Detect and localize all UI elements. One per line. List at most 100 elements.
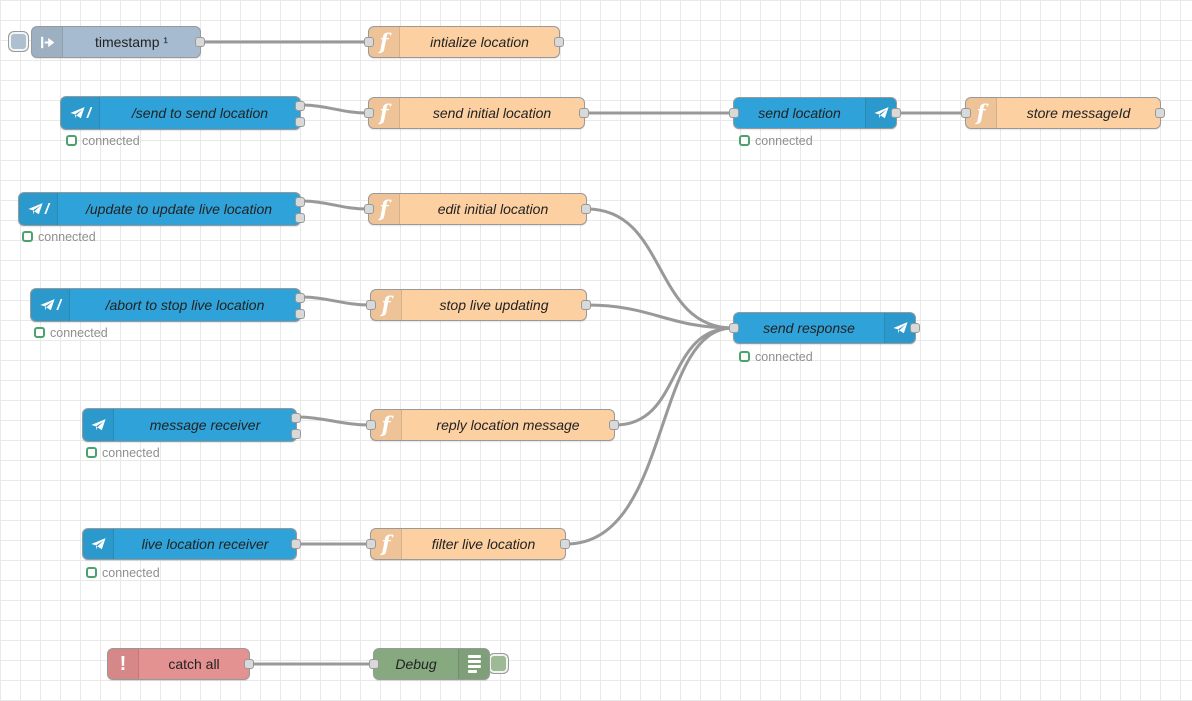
- wire-cmdabort-to-stoplive[interactable]: [299, 295, 372, 307]
- node-cmd-abort[interactable]: / /abort to stop live location: [30, 288, 305, 322]
- status-dot-icon: [66, 135, 77, 146]
- node-cmd-update[interactable]: / /update to update live location: [18, 192, 305, 226]
- input-port[interactable]: [366, 300, 376, 310]
- node-message-receiver[interactable]: message receiver: [82, 408, 301, 442]
- input-port[interactable]: [961, 108, 971, 118]
- input-port[interactable]: [364, 108, 374, 118]
- output-port[interactable]: [244, 659, 254, 669]
- status-dot-icon: [739, 135, 750, 146]
- output-port-2[interactable]: [291, 429, 301, 439]
- wire-stoplive-to-sendresponse[interactable]: [585, 303, 735, 330]
- wire-messagereceiver-to-reply[interactable]: [295, 415, 372, 427]
- function-icon: f: [369, 98, 400, 128]
- node-label: send initial location: [432, 105, 552, 121]
- input-port[interactable]: [366, 420, 376, 430]
- function-icon: f: [966, 98, 997, 128]
- output-port-2[interactable]: [295, 117, 305, 127]
- node-reply-location-message[interactable]: f reply location message: [366, 409, 619, 441]
- telegram-receiver-icon: [83, 409, 114, 441]
- node-cmd-send[interactable]: / /send to send location: [60, 96, 305, 130]
- output-port[interactable]: [579, 108, 589, 118]
- wire-filter-to-sendresponse[interactable]: [564, 326, 735, 546]
- wire-cmdsend-to-sendinitial[interactable]: [299, 103, 370, 115]
- node-initialize-location[interactable]: f intialize location: [364, 26, 564, 58]
- output-port-1[interactable]: [295, 293, 305, 303]
- function-icon: f: [369, 194, 400, 224]
- status-dot-icon: [34, 327, 45, 338]
- telegram-sender-icon: [865, 98, 896, 128]
- node-debug[interactable]: Debug: [369, 648, 490, 680]
- node-label: edit initial location: [437, 201, 549, 217]
- telegram-sender-icon: [884, 313, 915, 343]
- status-text: connected: [102, 445, 160, 460]
- status-text: connected: [755, 349, 813, 364]
- node-label: send location: [758, 105, 841, 121]
- status-dot-icon: [739, 351, 750, 362]
- function-icon: f: [371, 529, 402, 559]
- status-dot-icon: [22, 231, 33, 242]
- output-port-1[interactable]: [295, 101, 305, 111]
- output-port-2[interactable]: [295, 309, 305, 319]
- node-label: /update to update live location: [85, 201, 273, 217]
- debug-toggle-button[interactable]: [488, 653, 509, 674]
- node-filter-live-location[interactable]: f filter live location: [366, 528, 570, 560]
- output-port[interactable]: [581, 300, 591, 310]
- node-label: reply location message: [436, 417, 580, 433]
- telegram-command-icon: /: [31, 289, 70, 321]
- output-port[interactable]: [195, 37, 205, 47]
- input-port[interactable]: [366, 539, 376, 549]
- status-message-receiver: connected: [86, 445, 160, 460]
- output-port[interactable]: [560, 539, 570, 549]
- status-send-response: connected: [739, 349, 813, 364]
- output-port[interactable]: [1155, 108, 1165, 118]
- output-port[interactable]: [554, 37, 564, 47]
- node-label: live location receiver: [141, 536, 269, 552]
- node-catch-all[interactable]: ! catch all: [107, 648, 254, 680]
- node-live-location-receiver[interactable]: live location receiver: [82, 528, 301, 560]
- status-dot-icon: [86, 567, 97, 578]
- status-text: connected: [82, 133, 140, 148]
- node-send-location[interactable]: send location: [729, 97, 901, 129]
- output-port[interactable]: [581, 204, 591, 214]
- node-label: stop live updating: [439, 297, 549, 313]
- telegram-command-icon: /: [61, 97, 100, 129]
- function-icon: f: [371, 290, 402, 320]
- node-label: /abort to stop live location: [105, 297, 265, 313]
- wire-editinitial-to-sendresponse[interactable]: [585, 207, 735, 330]
- node-inject-timestamp[interactable]: timestamp ¹: [31, 26, 205, 58]
- input-port[interactable]: [729, 108, 739, 118]
- node-store-messageid[interactable]: f store messageId: [961, 97, 1165, 129]
- node-send-initial-location[interactable]: f send initial location: [364, 97, 589, 129]
- node-send-response[interactable]: send response: [729, 312, 920, 344]
- node-label: store messageId: [1026, 105, 1131, 121]
- status-live-location-receiver: connected: [86, 565, 160, 580]
- output-port[interactable]: [291, 539, 301, 549]
- inject-arrow-icon: [32, 27, 63, 57]
- input-port[interactable]: [364, 204, 374, 214]
- output-port[interactable]: [910, 323, 920, 333]
- output-port-2[interactable]: [295, 213, 305, 223]
- output-port[interactable]: [609, 420, 619, 430]
- node-edit-initial-location[interactable]: f edit initial location: [364, 193, 591, 225]
- function-icon: f: [369, 27, 400, 57]
- node-label: filter live location: [431, 536, 536, 552]
- wire-reply-to-sendresponse[interactable]: [613, 326, 735, 427]
- output-port-1[interactable]: [295, 197, 305, 207]
- node-stop-live-updating[interactable]: f stop live updating: [366, 289, 591, 321]
- node-label: message receiver: [149, 417, 261, 433]
- status-cmd-abort: connected: [34, 326, 108, 340]
- output-port-1[interactable]: [291, 413, 301, 423]
- inject-button[interactable]: [8, 31, 29, 52]
- status-text: connected: [102, 565, 160, 580]
- input-port[interactable]: [364, 37, 374, 47]
- function-icon: f: [371, 410, 402, 440]
- input-port[interactable]: [369, 659, 379, 669]
- output-port[interactable]: [891, 108, 901, 118]
- wire-cmdupdate-to-editinitial[interactable]: [299, 199, 370, 211]
- status-send-location: connected: [739, 133, 813, 148]
- status-text: connected: [755, 133, 813, 148]
- node-label: catch all: [168, 656, 220, 672]
- node-label: timestamp ¹: [94, 34, 169, 50]
- input-port[interactable]: [729, 323, 739, 333]
